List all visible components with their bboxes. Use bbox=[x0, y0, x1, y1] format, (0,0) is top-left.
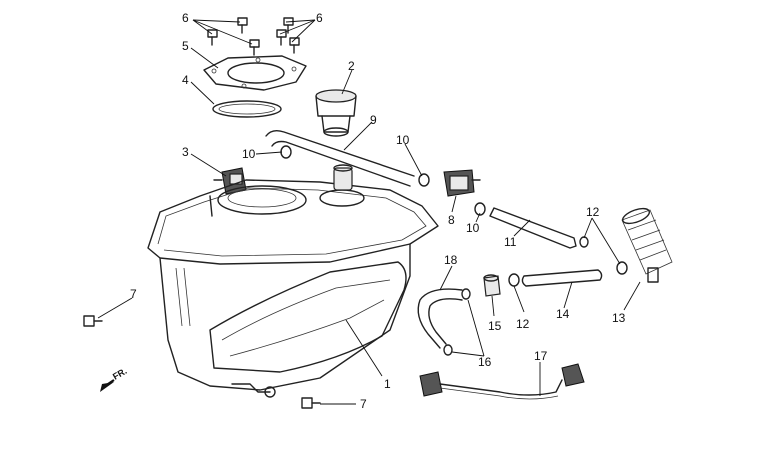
o-ring-4 bbox=[212, 100, 282, 118]
joint-15 bbox=[483, 274, 501, 297]
fuel-line-17 bbox=[419, 363, 585, 400]
callout-18: 18 bbox=[444, 253, 458, 267]
callout-1: 1 bbox=[384, 377, 391, 391]
breather-hose-9 bbox=[265, 129, 415, 187]
callout-16: 16 bbox=[478, 355, 492, 369]
callout-2: 2 bbox=[348, 59, 355, 73]
bolt-set-6 bbox=[207, 17, 300, 56]
callout-7: 7 bbox=[130, 287, 137, 301]
callout-5: 5 bbox=[182, 39, 189, 53]
callout-10: 10 bbox=[396, 133, 410, 147]
callout-4: 4 bbox=[182, 73, 189, 87]
hose-14 bbox=[521, 269, 603, 287]
callout-13: 13 bbox=[612, 311, 626, 325]
valve-8 bbox=[443, 169, 481, 197]
fuel-cap-2 bbox=[315, 89, 357, 137]
callout-3: 3 bbox=[182, 145, 189, 159]
callout-10: 10 bbox=[242, 147, 256, 161]
callout-8: 8 bbox=[448, 213, 455, 227]
callout-6: 6 bbox=[316, 11, 323, 25]
bent-hose-18 bbox=[417, 288, 463, 349]
clamp-12 bbox=[508, 236, 628, 287]
hose-11 bbox=[489, 207, 577, 249]
callout-12: 12 bbox=[586, 205, 600, 219]
callout-6: 6 bbox=[182, 11, 189, 25]
callout-9: 9 bbox=[370, 113, 377, 127]
callout-10: 10 bbox=[466, 221, 480, 235]
callout-labels: 6 6 5 4 2 3 10 9 10 8 10 11 12 13 14 12 … bbox=[130, 11, 626, 411]
callout-14: 14 bbox=[556, 307, 570, 321]
callout-15: 15 bbox=[488, 319, 502, 333]
bolt-7 bbox=[83, 315, 321, 409]
clamp-16 bbox=[443, 288, 471, 356]
callout-7: 7 bbox=[360, 397, 367, 411]
callout-11: 11 bbox=[504, 235, 517, 249]
fuel-tank-1 bbox=[147, 164, 439, 398]
direction-label: FR. bbox=[111, 366, 129, 382]
front-direction-arrow-icon: FR. bbox=[100, 366, 129, 392]
canister-13 bbox=[621, 207, 673, 283]
leader-lines bbox=[97, 19, 641, 405]
callout-12: 12 bbox=[516, 317, 530, 331]
retainer-plate-5 bbox=[203, 55, 307, 91]
callout-17: 17 bbox=[534, 349, 548, 363]
